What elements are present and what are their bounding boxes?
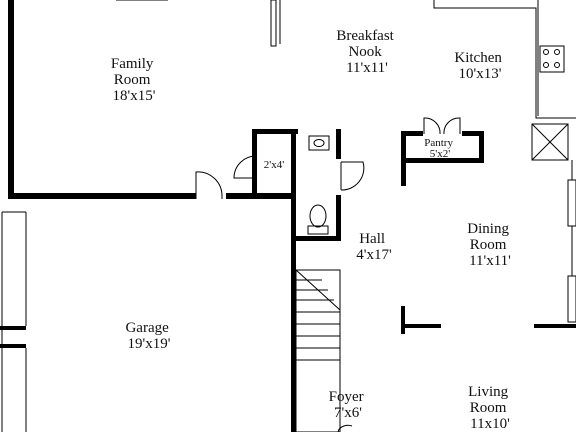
label-dining-room: Dining Room 11'x11'	[467, 221, 512, 269]
wall-powder-right-top	[336, 129, 341, 159]
door-garage-swing	[195, 171, 223, 199]
label-kitchen: Kitchen 10'x13'	[454, 50, 505, 82]
window-right-2	[567, 275, 576, 323]
wall-powder-left	[291, 129, 296, 432]
door-closet-swing	[233, 155, 258, 179]
wall-divider-left-v	[401, 306, 405, 334]
door-pantry-right	[443, 117, 461, 135]
kitchen-sink-box	[531, 123, 569, 161]
wall-garage-left-stub2	[0, 344, 26, 348]
label-family-room: Family Room 18'x15'	[111, 56, 157, 104]
label-breakfast-nook: Breakfast Nook 11'x11'	[336, 28, 397, 76]
label-pantry: Pantry 5'x2'	[424, 137, 455, 160]
wall-powder-bottom	[291, 236, 341, 241]
wall-family-left	[8, 0, 14, 195]
window-right-1	[567, 179, 576, 227]
wall-pantry-right	[479, 131, 484, 162]
wall-divider-right-h	[534, 324, 576, 328]
wall-pantry-bottom	[401, 158, 484, 163]
label-foyer: Foyer 7'x6'	[329, 389, 368, 421]
stairs	[295, 269, 341, 432]
wall-pantry-top-left	[401, 131, 423, 136]
door-powder-swing	[340, 161, 365, 191]
label-hall: Hall 4'x17'	[356, 231, 392, 263]
wall-divider-left-h	[401, 324, 441, 328]
window-nook-left	[270, 0, 277, 47]
wall-garage-left-stub	[0, 326, 26, 330]
wall-pantry-top-right	[462, 131, 484, 136]
toilet-icon	[307, 204, 329, 235]
wall-family-bottom	[8, 193, 196, 199]
label-living-room: Living Room 11x10'	[468, 384, 512, 432]
doors	[195, 117, 461, 199]
wall-powder-right-low	[336, 195, 341, 240]
room-labels: Family Room 18'x15' Breakfast Nook 11'x1…	[111, 28, 512, 432]
powder-sink	[308, 135, 330, 151]
label-closet: 2'x4'	[264, 159, 284, 171]
wall-garage-top-right	[226, 193, 296, 199]
door-pantry-left	[423, 117, 441, 135]
wall-closet-left	[252, 130, 257, 198]
cooktop-icon	[539, 45, 565, 73]
label-garage: Garage 19'x19'	[125, 320, 172, 352]
wall-closet-top	[252, 129, 298, 134]
